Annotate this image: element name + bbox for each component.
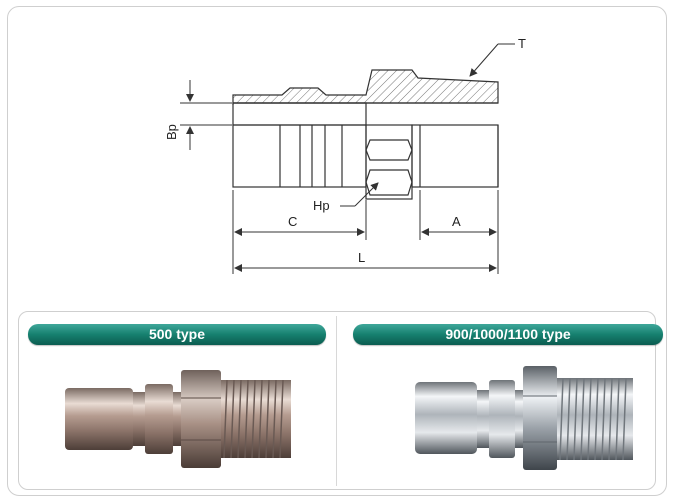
- c-label: C: [288, 214, 297, 229]
- l-label: L: [358, 250, 365, 265]
- l-dimension: [232, 240, 497, 274]
- bp-label: Bp: [164, 124, 179, 140]
- c-a-dimension: [232, 190, 499, 274]
- coupler-900-1000-1100-photo: [415, 366, 633, 470]
- t-label: T: [518, 36, 526, 51]
- body-outline: [232, 102, 499, 200]
- a-label: A: [452, 214, 461, 229]
- dimension-drawing: Bp T Hp C A L: [164, 36, 526, 274]
- bp-dimension: [180, 80, 232, 150]
- t-leader: [469, 43, 515, 77]
- banner-500-type: 500 type: [28, 324, 326, 345]
- panel-divider: [336, 316, 337, 486]
- hp-label: Hp: [313, 198, 330, 213]
- coupler-500-photo: [65, 370, 291, 468]
- hp-leader: [340, 182, 379, 207]
- banner-900-1000-1100-type: 900/1000/1100 type: [353, 324, 663, 345]
- hatched-section: [232, 69, 499, 105]
